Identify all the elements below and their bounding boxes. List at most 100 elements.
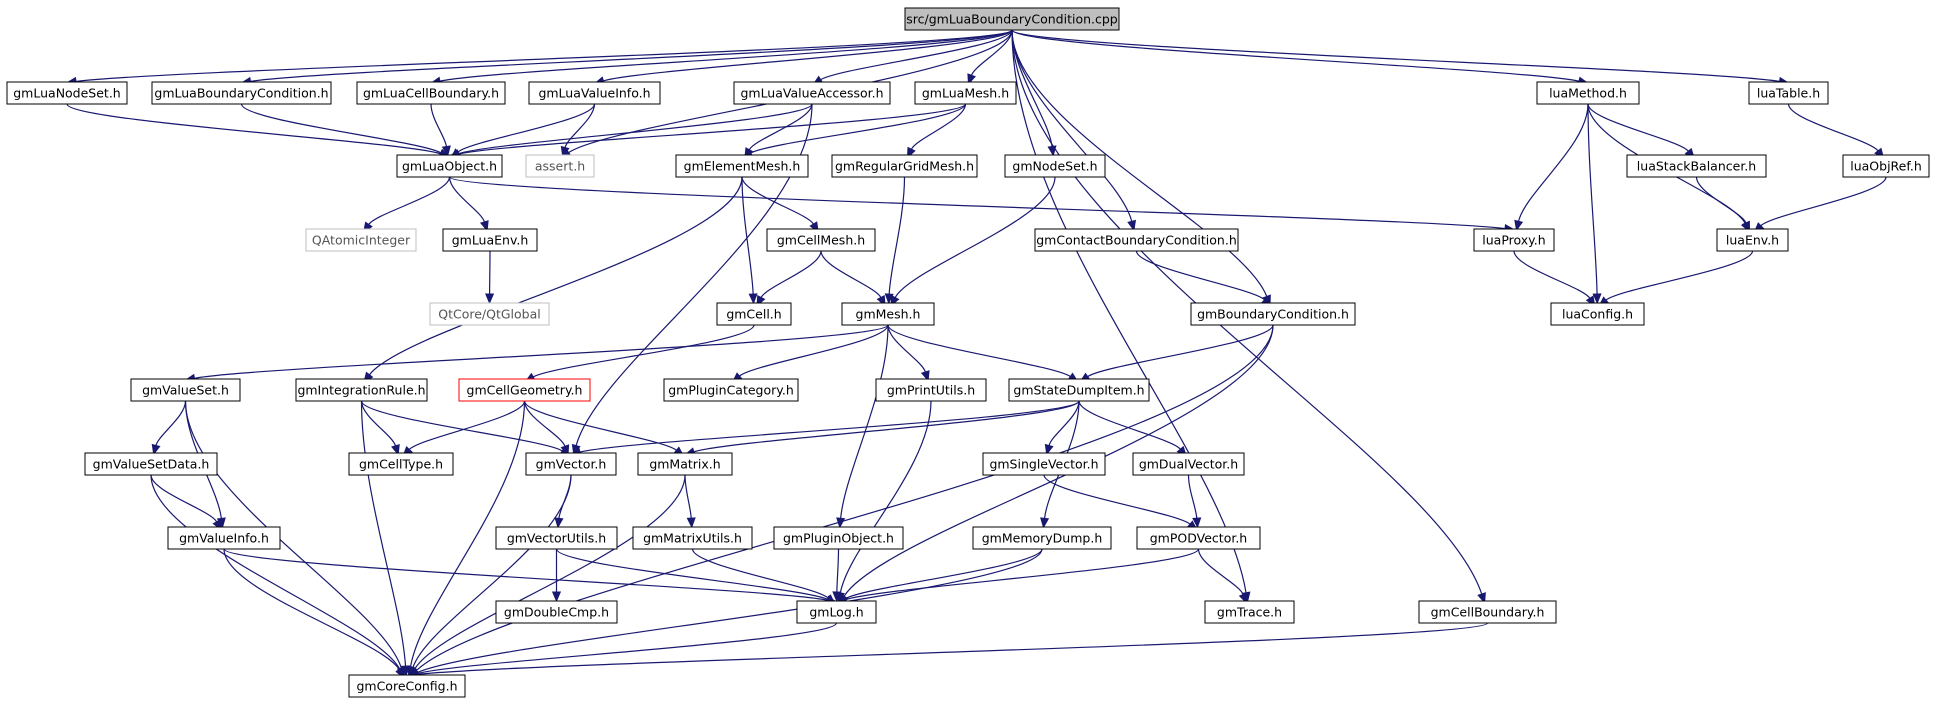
node-gmluaenv-h[interactable]: gmLuaEnv.h [442,228,538,252]
node-gmvalueinfo-h[interactable]: gmValueInfo.h [167,526,281,550]
node-gmmesh-h[interactable]: gmMesh.h [841,302,935,326]
node-box [675,154,809,178]
edge-valueSet-to-valueSetData [151,400,187,456]
edge-arrowhead [967,73,976,85]
node-gmmatrixutils-h[interactable]: gmMatrixUtils.h [632,526,753,550]
node-box [1626,154,1767,178]
node-gmluamesh-h[interactable]: gmLuaMesh.h [914,81,1017,105]
node-gmplugincategory-h[interactable]: gmPluginCategory.h [663,378,799,402]
node-gmregulargridmesh-h[interactable]: gmRegularGridMesh.h [831,154,978,178]
edge-line [1517,103,1589,222]
edge-line [558,474,572,519]
edge-cellMesh-to-cell [756,250,822,307]
node-luaproxy-h[interactable]: luaProxy.h [1473,228,1555,252]
node-luaobjref-h[interactable]: luaObjRef.h [1842,154,1930,178]
node-gmluacellboundary-h[interactable]: gmLuaCellBoundary.h [356,81,506,105]
node-gmmatrix-h[interactable]: gmMatrix.h [637,452,733,476]
edge-elementMesh-to-cell [741,176,758,305]
node-box [1008,378,1150,402]
node-box [295,378,428,402]
node-box [458,378,591,402]
edge-line [150,474,218,523]
edge-line [66,103,441,155]
node-luastackbalancer-h[interactable]: luaStackBalancer.h [1626,154,1767,178]
node-box [442,228,538,252]
node-luamethod-h[interactable]: luaMethod.h [1536,81,1640,105]
node-label: gmLog.h [809,605,863,620]
node-gmvalueset-h[interactable]: gmValueSet.h [130,378,241,402]
node-gmdualvector-h[interactable]: gmDualVector.h [1132,452,1245,476]
node-label: gmLuaCellBoundary.h [363,86,499,101]
node-gmluaboundarycondition-h[interactable]: gmLuaBoundaryCondition.h [151,81,332,105]
node-gmvectorutils-h[interactable]: gmVectorUtils.h [495,526,618,550]
edge-line [760,250,822,298]
node-gmlog-h[interactable]: gmLog.h [796,600,877,624]
node-gmpluginobject-h[interactable]: gmPluginObject.h [773,526,904,550]
node-gmsinglevector-h[interactable]: gmSingleVector.h [982,452,1106,476]
node-gmcontactboundarycondition-h[interactable]: gmContactBoundaryCondition.h [1034,228,1239,252]
node-gmelementmesh-h[interactable]: gmElementMesh.h [675,154,809,178]
node-gmcellboundary-h[interactable]: gmCellBoundary.h [1418,600,1557,624]
node-gmmemorydump-h[interactable]: gmMemoryDump.h [972,526,1112,550]
node-label: gmLuaBoundaryCondition.h [154,86,328,101]
node-gmvaluesetdata-h[interactable]: gmValueSetData.h [84,452,218,476]
node-gmluavalueaccessor-h[interactable]: gmLuaValueAccessor.h [733,81,891,105]
edge-root-to-luaCellBoundary [429,29,1013,86]
edge-luaEnvGm-to-qtGlobal [485,250,495,305]
node-box [632,526,753,550]
node-label: gmSingleVector.h [989,457,1098,472]
node-gmcelltype-h[interactable]: gmCellType.h [348,452,454,476]
node-gmluavalueinfo-h[interactable]: gmLuaValueInfo.h [528,81,661,105]
edge-line [1011,29,1580,82]
edge-luaEnv-to-luaConfig [1598,250,1754,307]
node-gmcoreconfig-h[interactable]: gmCoreConfig.h [348,674,466,698]
node-gmcellmesh-h[interactable]: gmCellMesh.h [766,228,876,252]
node-box [766,228,876,252]
edge-arrowhead [832,591,842,603]
edge-stateDumpItem-to-vector [569,400,1080,457]
edge-line [523,400,677,451]
edge-line [360,400,563,452]
edge-arrowhead [1044,443,1054,456]
node-label: luaStackBalancer.h [1637,159,1756,174]
node-label: gmBoundaryCondition.h [1197,307,1349,322]
node-gmcellgeometry-h[interactable]: gmCellGeometry.h [458,378,591,402]
node-gmboundarycondition-h[interactable]: gmBoundaryCondition.h [1190,302,1356,326]
edge-cellBoundary-to-coreConfig [405,622,1489,680]
edge-line [1078,400,1181,450]
node-luatable-h[interactable]: luaTable.h [1748,81,1829,105]
node-gmluanodeset-h[interactable]: gmLuaNodeSet.h [6,81,128,105]
edge-line [194,324,889,379]
node-gmnodeset-h[interactable]: gmNodeSet.h [1004,154,1106,178]
node-gmtrace-h[interactable]: gmTrace.h [1204,600,1295,624]
node-src-gmluaboundarycondition-cpp[interactable]: src/gmLuaBoundaryCondition.cpp [904,7,1120,31]
node-gmcell-h[interactable]: gmCell.h [716,302,792,326]
node-gmdoublecmp-h[interactable]: gmDoubleCmp.h [495,600,618,624]
edge-line [887,324,926,373]
edge-line [1011,29,1268,297]
edge-line [839,400,932,593]
node-gmluaobject-h[interactable]: gmLuaObject.h [396,154,503,178]
node-luaconfig-h[interactable]: luaConfig.h [1550,302,1645,326]
edge-matrix-to-matrixUtils [684,474,696,529]
edge-luaNodeSet-to-luaObject [66,103,451,158]
node-gmprintutils-h[interactable]: gmPrintUtils.h [875,378,987,402]
edge-line [1787,103,1879,152]
edge-contactBC-to-bc [1135,250,1273,307]
edge-stateDumpItem-to-singleVector [1044,400,1080,456]
edge-arrowhead [551,591,562,603]
node-luaenv-h[interactable]: luaEnv.h [1716,228,1789,252]
node-gmvector-h[interactable]: gmVector.h [525,452,617,476]
edge-integrationRule-to-coreConfig [360,400,411,677]
edge-luaObject-to-luaProxy [448,176,1516,234]
node-gmpodvector-h[interactable]: gmPODVector.h [1136,526,1261,550]
edge-line [1048,400,1080,446]
node-box [982,452,1106,476]
node-label: src/gmLuaBoundaryCondition.cpp [906,12,1118,27]
edge-log-to-coreConfig [406,622,838,679]
edge-arrowhead [441,145,451,157]
node-label: gmCellType.h [359,457,443,472]
node-gmintegrationrule-h[interactable]: gmIntegrationRule.h [295,378,428,402]
node-box [1550,302,1645,326]
node-gmstatedumpitem-h[interactable]: gmStateDumpItem.h [1008,378,1150,402]
